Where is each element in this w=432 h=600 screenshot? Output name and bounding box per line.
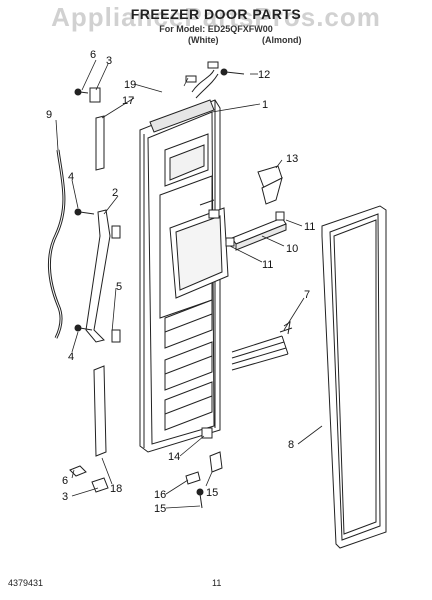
callout-15-right: 15 (206, 487, 218, 499)
callout-14: 14 (168, 451, 180, 463)
callout-7: 7 (304, 289, 310, 301)
callout-19: 19 (124, 79, 136, 91)
dispenser-rail (225, 211, 287, 251)
door-handle (85, 209, 121, 343)
variant-white: (White) (188, 35, 219, 45)
diagram-title: FREEZER DOOR PARTS (130, 6, 302, 22)
callout-11-lower: 11 (262, 259, 273, 271)
door-shell (139, 99, 229, 453)
door-gasket (321, 205, 387, 549)
page-number: 11 (212, 578, 222, 588)
model-subtitle: For Model: ED25QFXFW00 (159, 24, 273, 34)
callout-2: 2 (112, 187, 118, 199)
callout-4-upper: 4 (68, 171, 74, 183)
lower-hinge-parts (69, 465, 109, 493)
callout-18: 18 (110, 483, 122, 495)
callout-3-bottom: 3 (62, 491, 68, 503)
callout-12: 12 (258, 69, 270, 81)
callout-10: 10 (286, 243, 298, 255)
callout-9: 9 (46, 109, 52, 121)
trim-strip-lower (93, 365, 107, 457)
trim-strip-upper (95, 115, 105, 171)
callout-13: 13 (286, 153, 298, 165)
callout-16: 16 (154, 489, 166, 501)
handle-screws (74, 208, 95, 332)
upper-hinge-parts (74, 87, 101, 103)
callout-4-lower: 4 (68, 351, 74, 363)
callout-5: 5 (116, 281, 122, 293)
callout-17: 17 (122, 95, 134, 107)
variant-almond: (Almond) (262, 35, 302, 45)
wire-harness (185, 61, 219, 99)
callout-6-bottom: 6 (62, 475, 68, 487)
watermark: AppliancePartsPros.com (51, 2, 381, 32)
document-number: 4379431 (8, 578, 44, 588)
callout-labels: 6 3 19 17 1 12 13 11 10 11 7 8 9 2 4 5 4… (46, 49, 315, 515)
leader-lines (55, 59, 323, 509)
heater-assembly (231, 320, 293, 371)
callout-8: 8 (288, 439, 294, 451)
callout-11-upper: 11 (304, 221, 315, 233)
bottom-hinge-parts (185, 427, 223, 509)
top-screw (220, 68, 245, 76)
callout-6-top: 6 (90, 49, 96, 61)
handle-trim-strip (47, 149, 66, 339)
callout-3-top: 3 (106, 55, 112, 67)
callout-15-left: 15 (154, 503, 166, 515)
callout-1: 1 (262, 99, 268, 111)
ice-chute (257, 165, 283, 205)
